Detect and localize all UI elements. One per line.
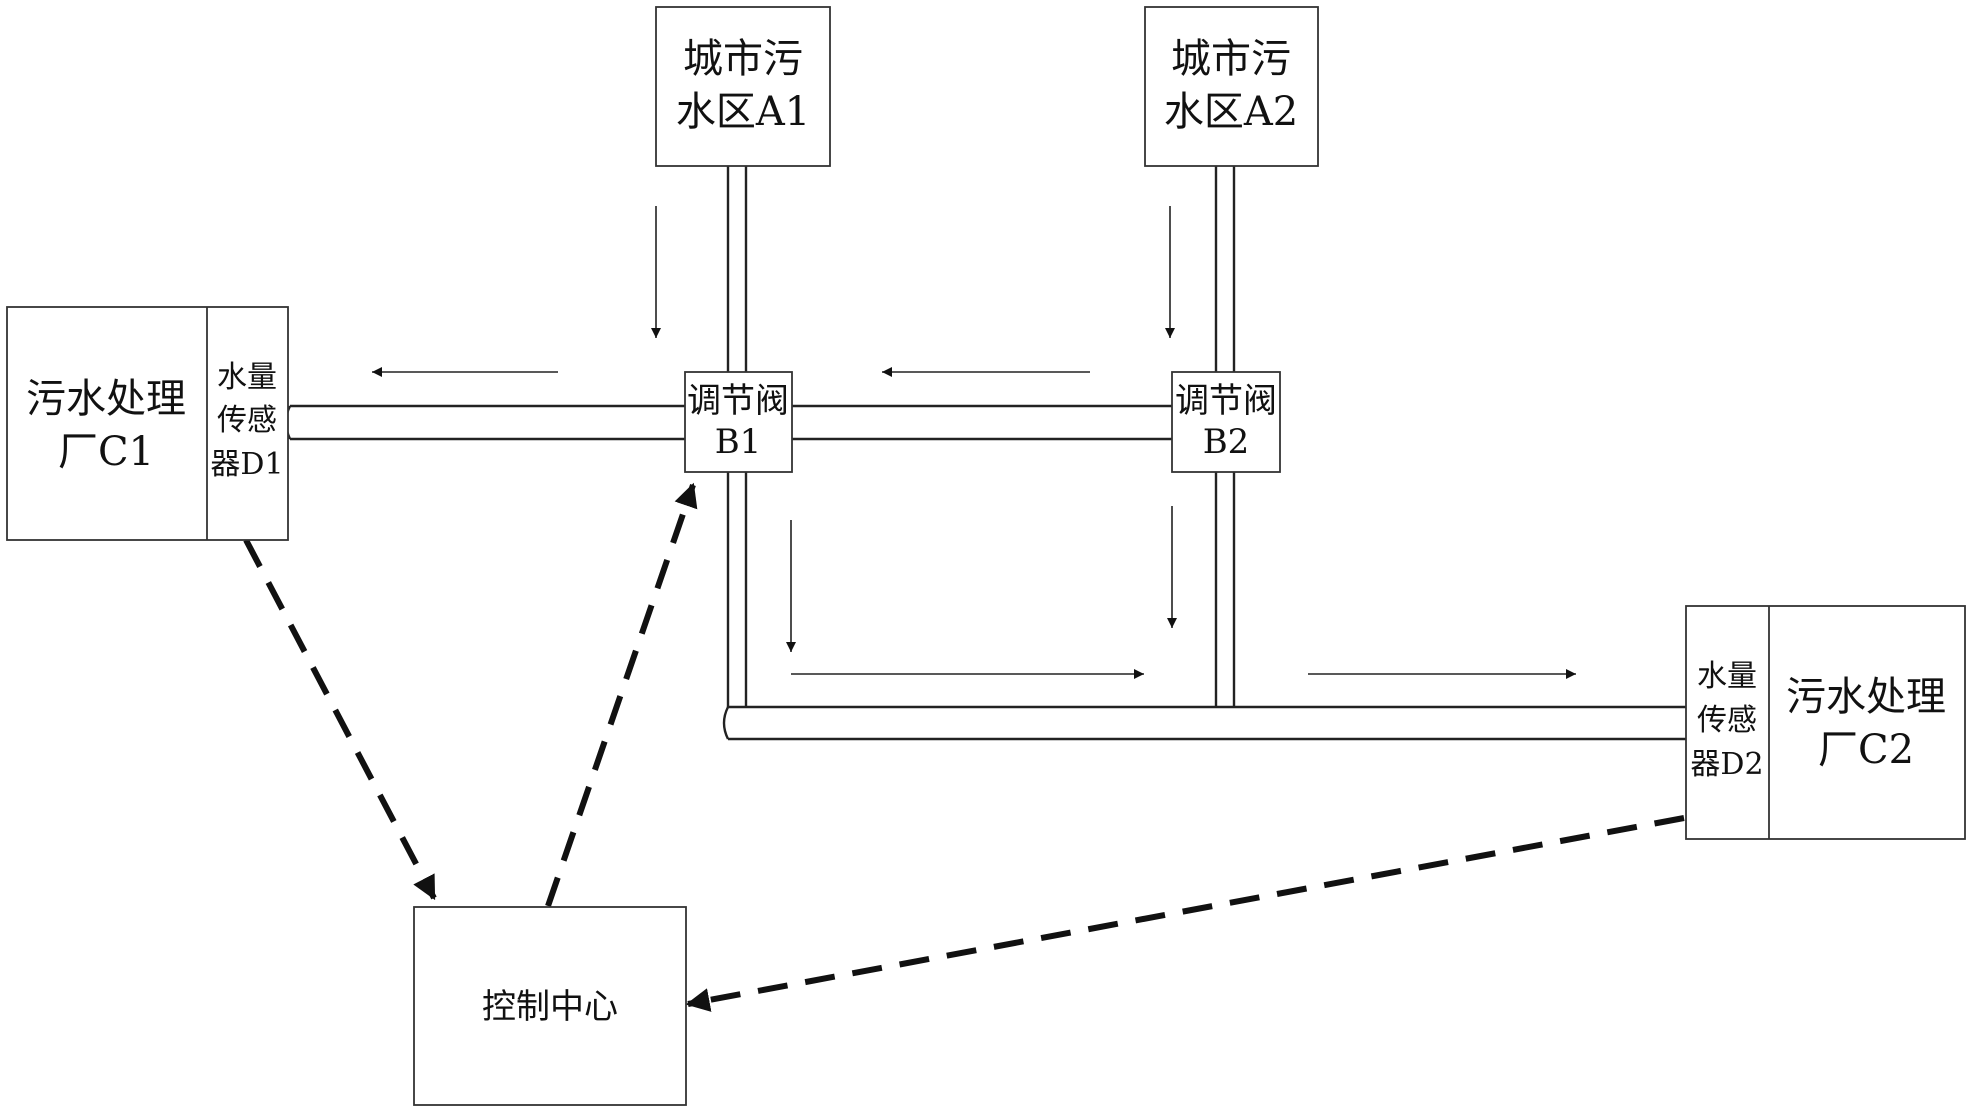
valve-b2-line1: 调节阀 [1175, 381, 1277, 421]
sensor-d1-line2: 传感 [217, 403, 277, 438]
treatment-plant-c1: 污水处理 厂C1 [6, 306, 289, 541]
control-center-label: 控制中心 [482, 987, 618, 1027]
water-sensor-d1: 水量 传感 器D1 [210, 360, 283, 482]
sensor-d1-line1: 水量 [217, 360, 277, 395]
area-a2-line1: 城市污 [1171, 36, 1291, 82]
valve-b1-line1: 调节阀 [687, 381, 789, 421]
control-links [243, 482, 1685, 1012]
valve-b1-line2: B1 [715, 422, 762, 462]
valve-b2-line2: B2 [1203, 422, 1250, 462]
sewage-area-a1: 城市污 水区A1 [655, 6, 831, 167]
sensor-d2-line1: 水量 [1697, 659, 1757, 694]
sensor-d2-line3: 器D2 [1690, 747, 1763, 782]
plant-c1-line2: 厂C1 [58, 429, 154, 475]
plant-c2-line2: 厂C2 [1818, 727, 1914, 773]
signal-d2-to-control [685, 815, 1685, 1012]
area-a2-line2: 水区A2 [1164, 89, 1298, 135]
pipe-east-end-cap [722, 706, 730, 740]
signal-control-to-b1 [545, 482, 698, 907]
area-a1-line2: 水区A1 [676, 89, 810, 135]
sewage-area-a2: 城市污 水区A2 [1144, 6, 1319, 167]
valve-b1: 调节阀 B1 [684, 371, 793, 473]
flow-arrows [372, 206, 1576, 679]
sensor-d1-line3: 器D1 [210, 447, 283, 482]
area-a1-line1: 城市污 [683, 36, 803, 82]
pipe-network [284, 166, 1686, 741]
plant-c2-line1: 污水处理 [1786, 674, 1946, 720]
control-center: 控制中心 [413, 906, 687, 1106]
plant-c1-line1: 污水处理 [26, 376, 186, 422]
treatment-plant-c2: 污水处理 厂C2 [1685, 605, 1966, 840]
valve-b2: 调节阀 B2 [1171, 371, 1281, 473]
signal-d1-to-control [243, 538, 437, 901]
water-sensor-d2: 水量 传感 器D2 [1690, 659, 1763, 782]
sensor-d2-line2: 传感 [1697, 703, 1757, 738]
